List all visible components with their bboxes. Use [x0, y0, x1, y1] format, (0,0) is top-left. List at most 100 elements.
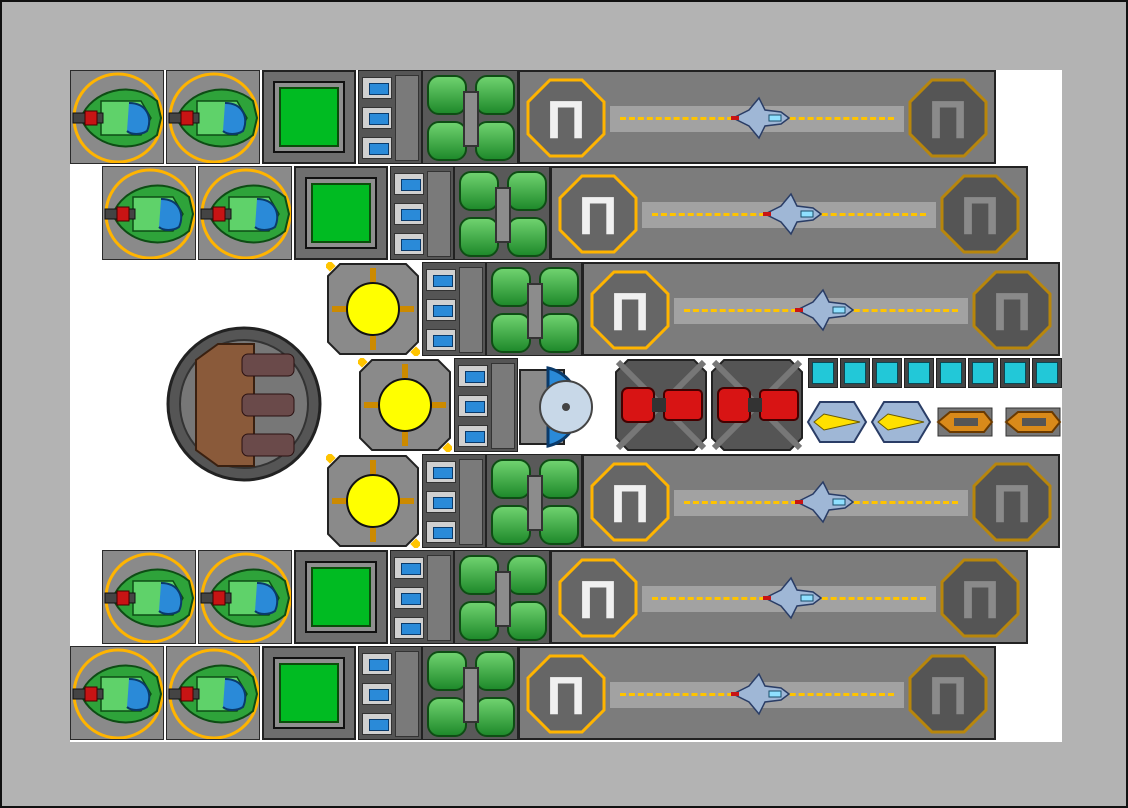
- fuel-tank-3: [427, 697, 467, 737]
- fuel-tank-2: [475, 651, 515, 691]
- fuel-tank-module[interactable]: [422, 646, 518, 740]
- vent-3: [426, 521, 456, 543]
- fuel-tank-module[interactable]: [454, 550, 550, 644]
- fuel-tank-1: [459, 171, 499, 211]
- red-cannon-icon: [711, 359, 803, 451]
- vent-2: [426, 299, 456, 321]
- landing-pad-icon: [590, 462, 670, 542]
- fuel-tank-1: [491, 267, 531, 307]
- control-panel-module[interactable]: [262, 646, 356, 740]
- tank-connector: [463, 91, 479, 147]
- control-panel-module[interactable]: [294, 550, 388, 644]
- gold-missile-module[interactable]: [1002, 394, 1064, 450]
- green-turret-icon: [71, 648, 163, 739]
- vent-pipes: [459, 459, 483, 545]
- fuel-tank-module[interactable]: [486, 262, 582, 356]
- energy-cell-2[interactable]: [840, 358, 870, 388]
- turret-module[interactable]: [102, 166, 196, 260]
- ship-canvas[interactable]: [70, 70, 1062, 742]
- hangar-bay[interactable]: [582, 454, 1060, 548]
- hangar-bay[interactable]: [518, 646, 996, 740]
- vent-pipes: [395, 75, 419, 161]
- fuel-tank-module[interactable]: [486, 454, 582, 548]
- hangar-bay[interactable]: [550, 166, 1028, 260]
- tank-connector: [463, 667, 479, 723]
- vent-1: [458, 365, 488, 387]
- control-panel-module[interactable]: [262, 70, 356, 164]
- fuel-tank-module[interactable]: [422, 70, 518, 164]
- landing-pad-icon: [526, 654, 606, 734]
- energy-cell-6[interactable]: [968, 358, 998, 388]
- vent-pipes: [491, 363, 515, 449]
- tank-connector: [495, 187, 511, 243]
- fuel-tank-1: [491, 459, 531, 499]
- vent-stack-module[interactable]: [422, 262, 486, 356]
- vent-3: [362, 713, 392, 735]
- green-turret-icon: [167, 72, 259, 163]
- vent-stack-module[interactable]: [358, 646, 422, 740]
- fighter-ship-icon: [762, 577, 822, 619]
- vent-stack-module[interactable]: [390, 550, 454, 644]
- reactor-module[interactable]: [324, 452, 422, 550]
- fuel-tank-module[interactable]: [454, 166, 550, 260]
- vent-stack-module[interactable]: [422, 454, 486, 548]
- vent-pipes: [427, 555, 451, 641]
- vent-stack-module[interactable]: [358, 70, 422, 164]
- turret-module[interactable]: [198, 166, 292, 260]
- vent-1: [426, 269, 456, 291]
- gold-missile-module[interactable]: [934, 394, 996, 450]
- vent-2: [362, 683, 392, 705]
- energy-cell-1[interactable]: [808, 358, 838, 388]
- tank-connector: [527, 475, 543, 531]
- fuel-tank-1: [427, 75, 467, 115]
- turret-module[interactable]: [198, 550, 292, 644]
- reactor-module[interactable]: [324, 260, 422, 358]
- turret-module[interactable]: [102, 550, 196, 644]
- fuel-tank-4: [507, 601, 547, 641]
- red-cannon-icon: [615, 359, 707, 451]
- control-panel-module[interactable]: [294, 166, 388, 260]
- red-weapon-module[interactable]: [710, 358, 804, 452]
- reactor-module[interactable]: [356, 356, 454, 454]
- landing-pad-icon: [908, 654, 988, 734]
- hangar-bay[interactable]: [582, 262, 1060, 356]
- landing-pad-icon: [526, 78, 606, 158]
- hangar-bay[interactable]: [550, 550, 1028, 644]
- vent-1: [426, 461, 456, 483]
- fighter-ship-icon: [730, 97, 790, 139]
- green-turret-icon: [199, 552, 291, 643]
- turret-module[interactable]: [166, 646, 260, 740]
- fuel-tank-4: [475, 697, 515, 737]
- turret-module[interactable]: [166, 70, 260, 164]
- fuel-tank-4: [475, 121, 515, 161]
- reactor-core-icon: [324, 260, 422, 358]
- shield-generator-module[interactable]: [518, 360, 612, 454]
- energy-cell-3[interactable]: [872, 358, 902, 388]
- missile-icon: [936, 407, 994, 437]
- energy-cell-7[interactable]: [1000, 358, 1030, 388]
- energy-cell-5[interactable]: [936, 358, 966, 388]
- fuel-tank-2: [539, 267, 579, 307]
- vent-1: [394, 173, 424, 195]
- landing-pad-icon: [590, 270, 670, 350]
- fuel-tank-3: [459, 601, 499, 641]
- fuel-tank-2: [507, 171, 547, 211]
- energy-cell-4[interactable]: [904, 358, 934, 388]
- vent-stack-module[interactable]: [454, 358, 518, 452]
- turret-module[interactable]: [70, 646, 164, 740]
- green-screen: [279, 663, 339, 723]
- vent-stack-module[interactable]: [390, 166, 454, 260]
- hangar-bay[interactable]: [518, 70, 996, 164]
- green-turret-icon: [103, 552, 195, 643]
- yellow-missile-module[interactable]: [870, 394, 932, 450]
- landing-pad-icon: [908, 78, 988, 158]
- fighter-ship-icon: [730, 673, 790, 715]
- vent-pipes: [459, 267, 483, 353]
- energy-cell-8[interactable]: [1032, 358, 1062, 388]
- yellow-missile-module[interactable]: [806, 394, 868, 450]
- vent-1: [362, 77, 392, 99]
- main-cannon-module[interactable]: [166, 326, 326, 486]
- red-weapon-module[interactable]: [614, 358, 708, 452]
- turret-module[interactable]: [70, 70, 164, 164]
